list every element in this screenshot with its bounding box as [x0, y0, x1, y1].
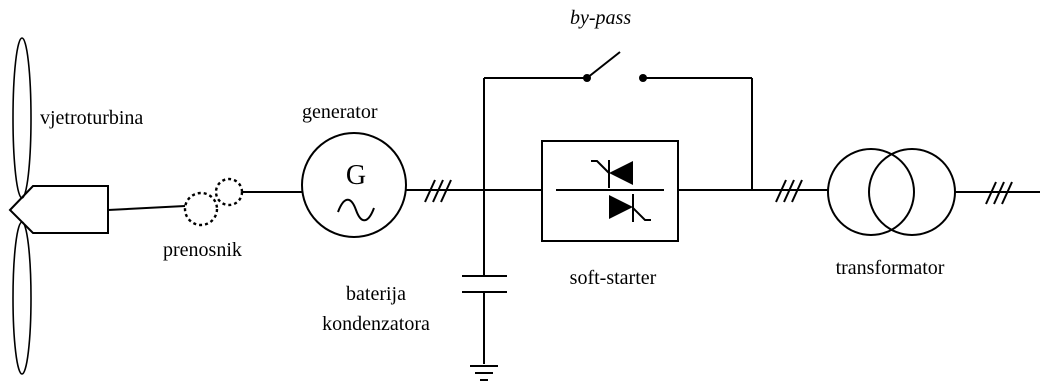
three-phase-mark-1: [424, 179, 452, 203]
generator: G: [301, 132, 407, 238]
upper-blade: [12, 37, 32, 199]
three-phase-mark-3: [985, 181, 1013, 205]
gearbox-gear-small: [214, 177, 244, 207]
soft-starter: [541, 140, 679, 242]
lower-blade: [12, 221, 32, 375]
capacitor-label-line1: baterija: [346, 283, 406, 305]
ground-icon: [470, 365, 498, 381]
generator-symbol: G: [346, 160, 366, 191]
gearbox: [183, 177, 244, 227]
transformer: [827, 148, 956, 236]
soft-starter-label: soft-starter: [570, 267, 657, 289]
bypass-switch-blade: [586, 51, 621, 79]
three-phase-mark-2: [775, 179, 803, 203]
transformer-secondary-winding: [868, 148, 956, 236]
transformer-label: transformator: [836, 257, 945, 279]
turbine-label: vjetroturbina: [40, 107, 143, 129]
gearbox-gear-large: [183, 191, 219, 227]
generator-circle: [301, 132, 407, 238]
capacitor-label-line2: kondenzatora: [322, 313, 430, 335]
capacitor-bank: [462, 275, 507, 293]
ac-sine-icon: [337, 198, 375, 222]
low-speed-shaft: [107, 205, 186, 211]
turbine-blades: [12, 37, 32, 375]
bypass-label: by-pass: [570, 7, 631, 29]
generator-label: generator: [302, 101, 378, 123]
gearbox-label: prenosnik: [163, 239, 242, 261]
thyristor-icon: [591, 160, 651, 222]
transformer-primary-winding: [827, 148, 915, 236]
